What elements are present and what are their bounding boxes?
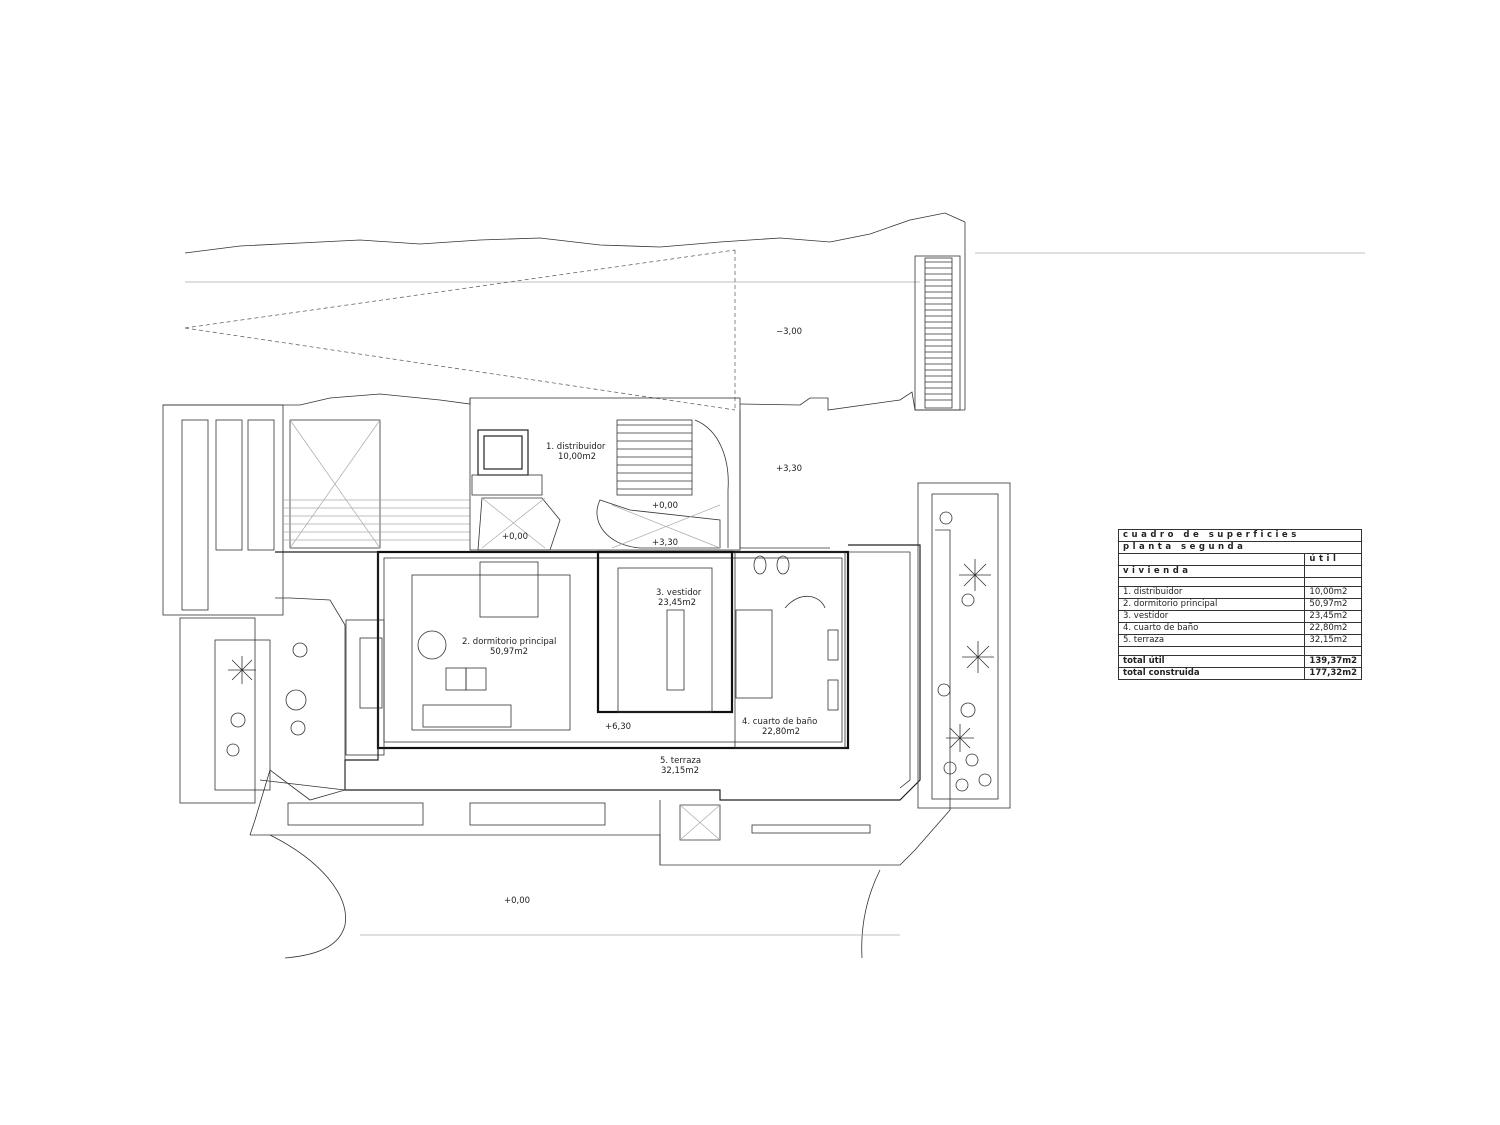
left-planter — [179, 597, 346, 836]
room-area-dormitorio: 50,97m2 — [490, 647, 528, 657]
level-label-stair-b: +3,30 — [652, 538, 678, 548]
terrain-lower — [269, 834, 900, 959]
room-area-terraza: 32,15m2 — [661, 766, 699, 776]
stair-core — [469, 397, 830, 551]
level-label-floor: +6,30 — [605, 722, 631, 732]
level-label-right-upper: +3,30 — [776, 464, 802, 474]
right-planter — [917, 482, 1011, 809]
area-table: cuadro de superficies planta segunda úti… — [1117, 529, 1362, 680]
room-area-distribuidor: 10,00m2 — [558, 452, 596, 462]
area-table-subtitle: planta segunda — [1118, 541, 1362, 554]
terrain-upper — [163, 212, 1365, 411]
level-label-ground: +0,00 — [504, 896, 530, 906]
room-label-vestidor: 3. vestidor — [656, 588, 702, 598]
area-table-title: cuadro de superficies — [1118, 529, 1362, 542]
room-label-dormitorio: 2. dormitorio principal — [462, 637, 556, 647]
area-table-section: vivienda — [1117, 565, 1306, 578]
room-area-bano: 22,80m2 — [762, 727, 800, 737]
room-label-distribuidor: 1. distribuidor — [546, 442, 606, 452]
room-area-vestidor: 23,45m2 — [658, 598, 696, 608]
terrace — [250, 529, 951, 866]
level-label-top: −3,00 — [776, 327, 802, 337]
left-site-elements — [162, 404, 470, 616]
area-table-column-header: útil — [1304, 553, 1362, 566]
room-label-bano: 4. cuarto de baño — [742, 717, 817, 727]
room-label-terraza: 5. terraza — [660, 756, 701, 766]
level-label-left-mid: +0,00 — [502, 532, 528, 542]
exterior-stair — [914, 255, 961, 411]
level-label-stair-a: +0,00 — [652, 501, 678, 511]
